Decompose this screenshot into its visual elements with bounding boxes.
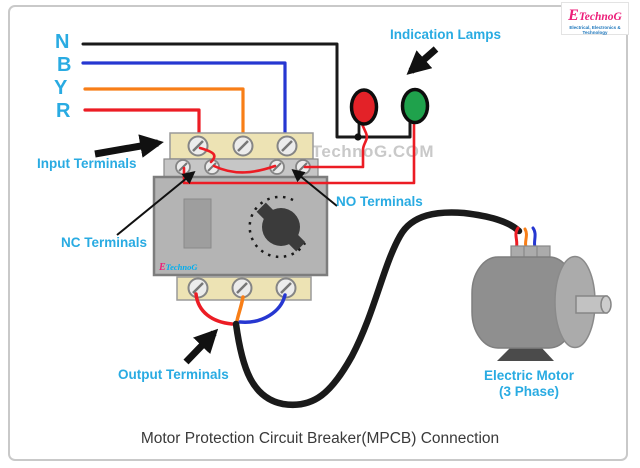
rotary-dial bbox=[248, 195, 307, 259]
device-logo-text: TechnoG bbox=[165, 262, 198, 272]
phase-label-red: R bbox=[56, 100, 71, 122]
blue-phase-wire bbox=[81, 61, 287, 144]
motor-label: Electric Motor (3 Phase) bbox=[469, 368, 589, 399]
phase-wires bbox=[81, 42, 412, 145]
electric-motor bbox=[471, 245, 612, 361]
no-to-red-lamp-wire bbox=[303, 122, 369, 169]
brand-logo-e: E bbox=[568, 7, 579, 24]
phase-label-blue: B bbox=[57, 54, 72, 76]
knob-pointer bbox=[259, 205, 303, 249]
annotation-arrows bbox=[94, 46, 439, 365]
phase-label-yellow: Y bbox=[54, 77, 68, 99]
output-terminal-screws bbox=[187, 277, 297, 299]
output-blue-wire bbox=[238, 293, 287, 324]
mpcb-window bbox=[183, 198, 212, 249]
no-terminals-label: NO Terminals bbox=[336, 194, 423, 209]
mpcb-device bbox=[152, 132, 329, 301]
brand-logo-text: TechnoG bbox=[578, 11, 622, 23]
motor-terminal-box bbox=[510, 245, 551, 259]
diagram-border bbox=[8, 5, 628, 461]
brand-logo-wordmark: ETechnoG bbox=[562, 8, 628, 24]
phase-label-neutral: N bbox=[55, 31, 70, 53]
neutral-wire bbox=[81, 42, 412, 139]
motor-label-phase: (3 Phase) bbox=[498, 383, 560, 399]
output-red-wire bbox=[194, 292, 234, 326]
output-terminals-label: Output Terminals bbox=[118, 367, 229, 382]
yellow-phase-wire bbox=[83, 87, 245, 144]
indication-lamps bbox=[349, 87, 430, 126]
input-terminals-label: Input Terminals bbox=[37, 156, 137, 171]
input-terminals-arrow bbox=[94, 134, 164, 158]
indication-lamps-label: Indication Lamps bbox=[390, 27, 502, 42]
device-logo-e: E bbox=[159, 262, 166, 273]
nc-terminals-label: NC Terminals bbox=[61, 235, 148, 250]
diagram-title: Motor Protection Circuit Breaker(MPCB) C… bbox=[140, 430, 500, 447]
brand-logo: ETechnoG Electrical, Electronics & Techn… bbox=[561, 2, 629, 35]
red-phase-wire bbox=[83, 108, 201, 145]
wire-junction-dot bbox=[354, 133, 362, 141]
device-brand-logo: ETechnoG bbox=[159, 258, 197, 274]
no-terminals-arrow bbox=[291, 168, 338, 207]
input-to-aux-jumper bbox=[198, 146, 216, 164]
brand-tagline: Electrical, Electronics & Technology bbox=[569, 25, 621, 35]
aux-jumper bbox=[212, 164, 277, 174]
motor-cable bbox=[232, 209, 523, 409]
green-lamp bbox=[400, 87, 430, 125]
motor-base bbox=[497, 347, 554, 361]
red-lamp bbox=[349, 88, 379, 126]
motor-shaft-end bbox=[600, 295, 612, 314]
nc-terminals-arrow bbox=[116, 170, 196, 236]
input-terminal-screws bbox=[187, 135, 298, 157]
motor-label-name: Electric Motor bbox=[483, 368, 575, 383]
indication-lamps-arrow bbox=[406, 46, 439, 75]
output-orange-wire bbox=[235, 295, 245, 323]
output-terminals-arrow bbox=[183, 328, 219, 365]
output-cable bbox=[194, 209, 538, 409]
